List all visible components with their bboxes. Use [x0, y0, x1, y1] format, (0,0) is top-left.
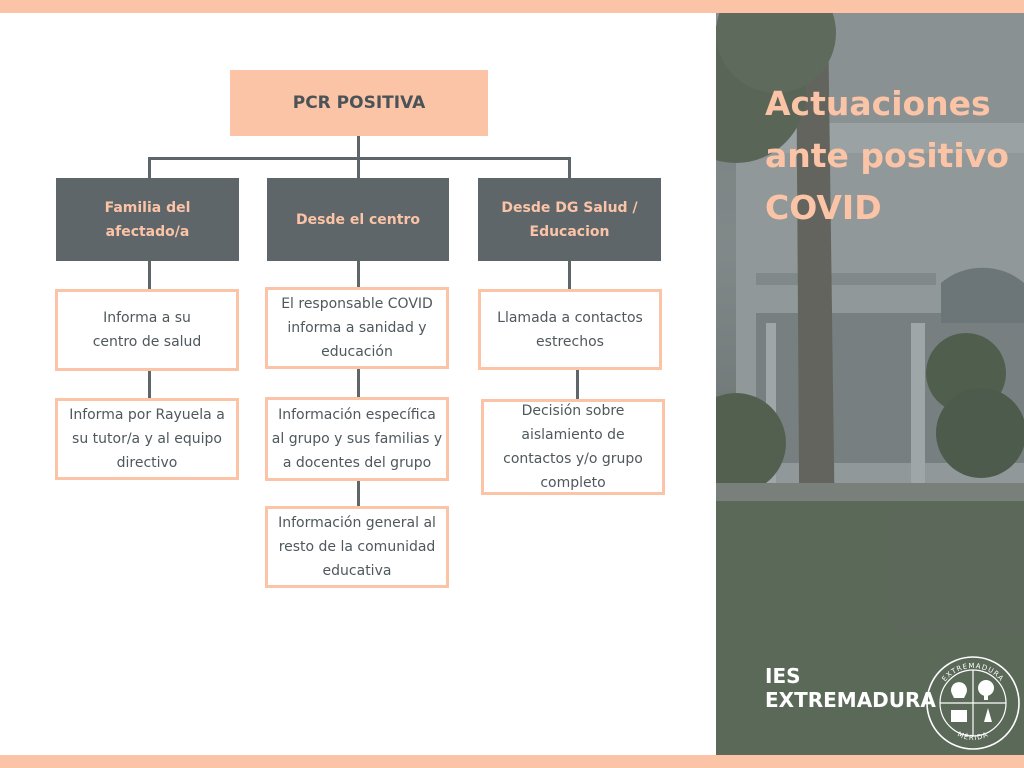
step-box: Informa a su centro de salud: [55, 289, 239, 371]
step-box: Información específica al grupo y sus fa…: [265, 397, 449, 481]
slide-title: Actuaciones ante positivo COVID: [765, 84, 1009, 227]
connector: [357, 261, 360, 287]
step-box: Informa por Rayuela a su tutor/a y al eq…: [55, 398, 239, 480]
connector: [357, 481, 360, 506]
connector: [568, 157, 571, 178]
branch-header-familia: Familia del afectado/a: [56, 178, 239, 261]
connector: [357, 157, 360, 178]
school-name: IES EXTREMADURA: [765, 664, 936, 712]
top-band: [0, 0, 1024, 13]
bottom-band: [0, 755, 1024, 768]
connector: [568, 261, 571, 289]
school-photo: [716, 13, 1024, 755]
connector: [148, 370, 151, 398]
photo-overlay: [716, 13, 1024, 755]
connector: [357, 369, 360, 397]
connector: [148, 157, 151, 178]
step-box: El responsable COVID informa a sanidad y…: [265, 287, 449, 369]
connector: [148, 261, 151, 289]
step-box: Decisión sobre aislamiento de contactos …: [481, 399, 665, 495]
branch-header-dg-salud: Desde DG Salud / Educacion: [478, 178, 661, 261]
seal-text-bottom: MÉRIDA: [956, 730, 989, 742]
root-node: PCR POSITIVA: [230, 70, 488, 136]
school-photo-illustration: [716, 13, 1024, 755]
school-seal-icon: EXTREMADURA MÉRIDA: [926, 656, 1020, 750]
branch-header-centro: Desde el centro: [267, 178, 449, 261]
svg-text:MÉRIDA: MÉRIDA: [956, 730, 990, 742]
step-box: Información general al resto de la comun…: [265, 506, 449, 588]
connector: [357, 136, 360, 158]
connector: [576, 370, 579, 399]
step-box: Llamada a contactos estrechos: [478, 289, 662, 370]
